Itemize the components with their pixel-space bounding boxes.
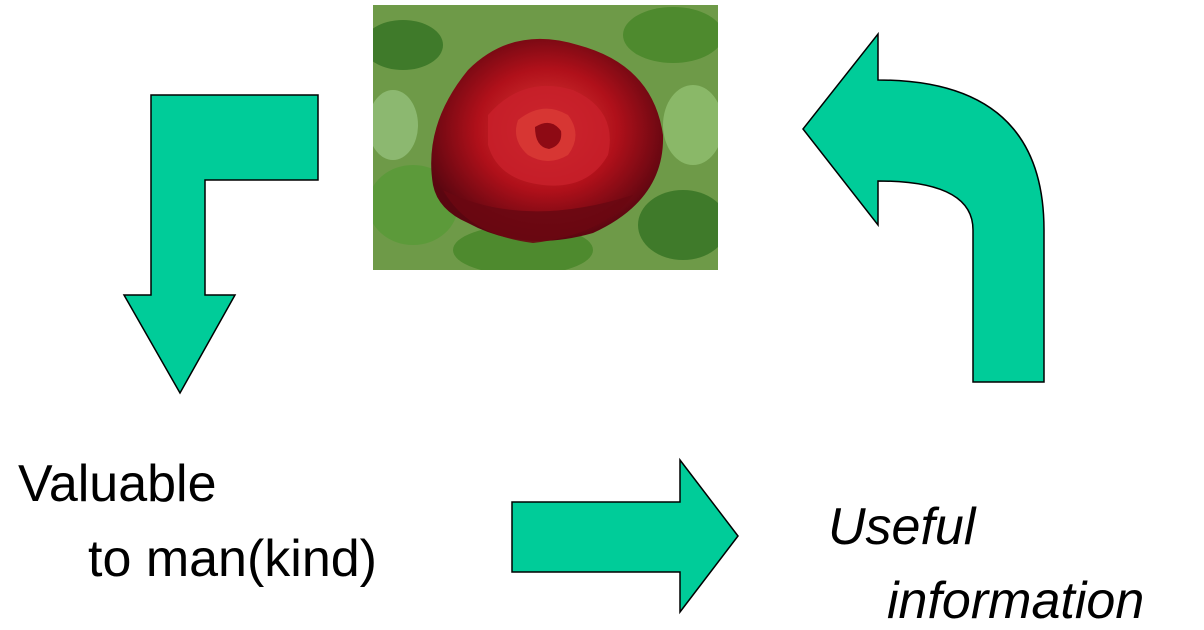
arrow-right-icon — [511, 457, 739, 615]
rose-image — [373, 5, 718, 270]
valuable-label-line1: Valuable — [18, 455, 217, 513]
arrow-down-left-icon — [122, 94, 319, 395]
valuable-label-line2: to man(kind) — [88, 530, 377, 588]
useful-label-line1: Useful — [828, 498, 976, 556]
arrow-up-curved-icon — [802, 31, 1045, 383]
useful-label-line2: information — [887, 572, 1145, 630]
